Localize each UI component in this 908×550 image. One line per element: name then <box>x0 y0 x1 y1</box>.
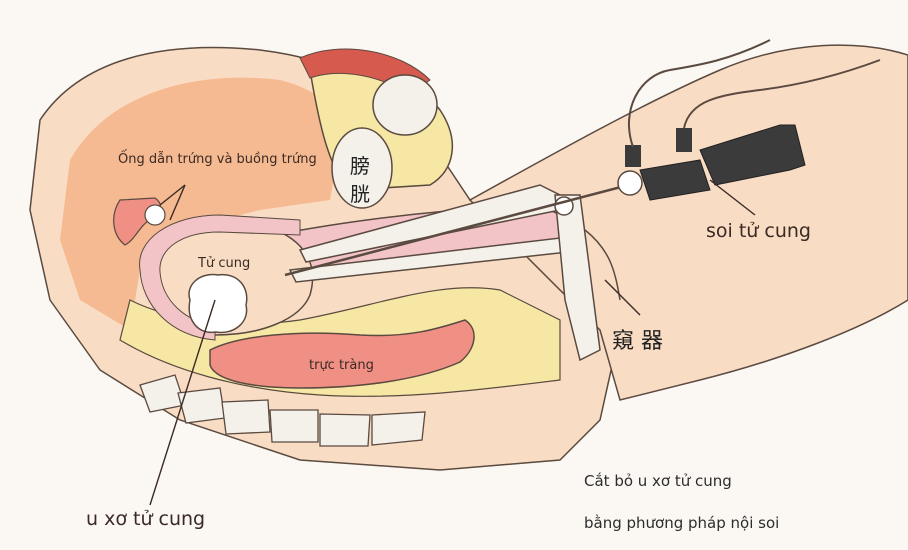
spine <box>139 374 426 447</box>
speculum <box>288 184 621 362</box>
abdominal-tissue <box>60 77 340 330</box>
pubic-bone <box>372 74 438 136</box>
label-hysteroscope: soi tử cung <box>706 220 811 242</box>
label-uterus: Tử cung <box>198 256 251 271</box>
label-rectum: trực tràng <box>309 358 374 373</box>
uterus-lining <box>139 214 301 341</box>
bladder-body <box>331 127 393 209</box>
caption-line-2: bằng phương pháp nội soi <box>584 514 780 532</box>
label-bladder-cjk-1: 膀 <box>350 154 370 178</box>
label-fibroid: u xơ tử cung <box>86 508 206 530</box>
hysteroscope-device <box>284 39 881 277</box>
label-bladder-cjk-2: 胱 <box>350 182 370 206</box>
fibroid-mass <box>188 273 248 334</box>
caption-line-1: Cắt bỏ u xơ tử cung <box>584 472 732 490</box>
ovary <box>144 204 166 226</box>
thigh <box>468 44 908 401</box>
label-speculum-cjk: 窺 器 <box>612 329 663 354</box>
leader-lines <box>149 179 756 506</box>
rectum-shape <box>209 319 475 389</box>
label-tubes-ovaries: Ống dẫn trứng và buồng trứng <box>118 152 317 167</box>
